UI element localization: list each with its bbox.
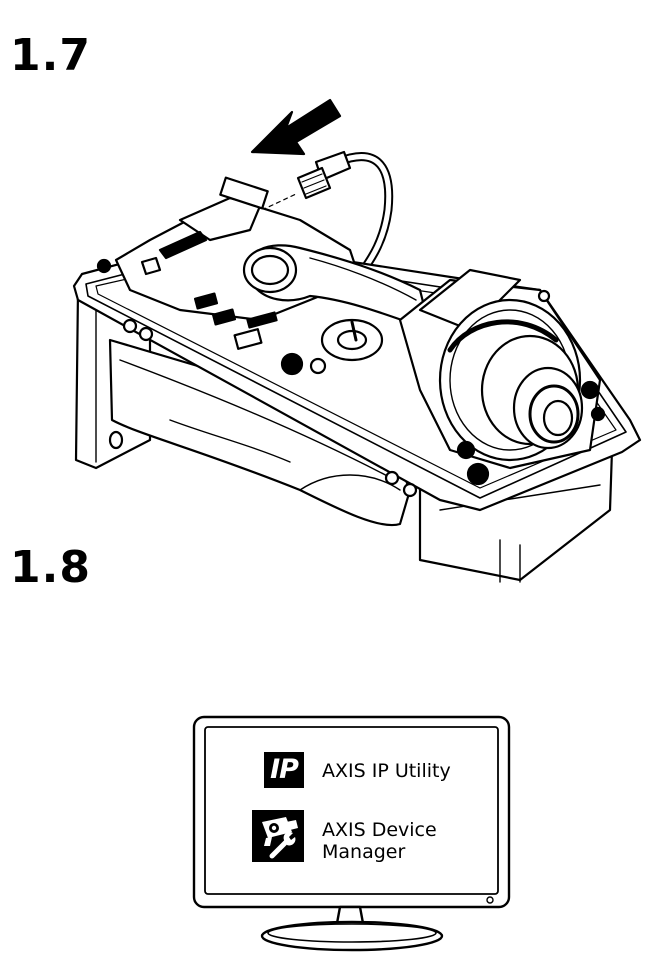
- camera-wrench-icon: [252, 810, 304, 862]
- network-cable: [261, 150, 394, 277]
- cable-gland: [280, 318, 384, 376]
- insert-direction-arrow: [250, 98, 342, 156]
- step-number-1-7: 1.7: [10, 30, 91, 81]
- axis-ip-utility-label[interactable]: AXIS IP Utility: [322, 760, 451, 782]
- rim-screws: [96, 258, 551, 498]
- axis-ip-utility-icon[interactable]: IP: [264, 752, 304, 788]
- monitor-frame: [192, 715, 511, 909]
- axis-device-manager-icon[interactable]: [252, 810, 304, 862]
- lens-module: [398, 268, 606, 486]
- axis-device-manager-label[interactable]: AXIS Device Manager: [322, 819, 437, 863]
- step-number-1-8: 1.8: [10, 542, 91, 593]
- monitor-stand: [260, 905, 444, 952]
- camera-housing-illustration: [72, 98, 642, 583]
- ip-icon-text: IP: [270, 754, 299, 785]
- conduit-hose: [242, 244, 432, 332]
